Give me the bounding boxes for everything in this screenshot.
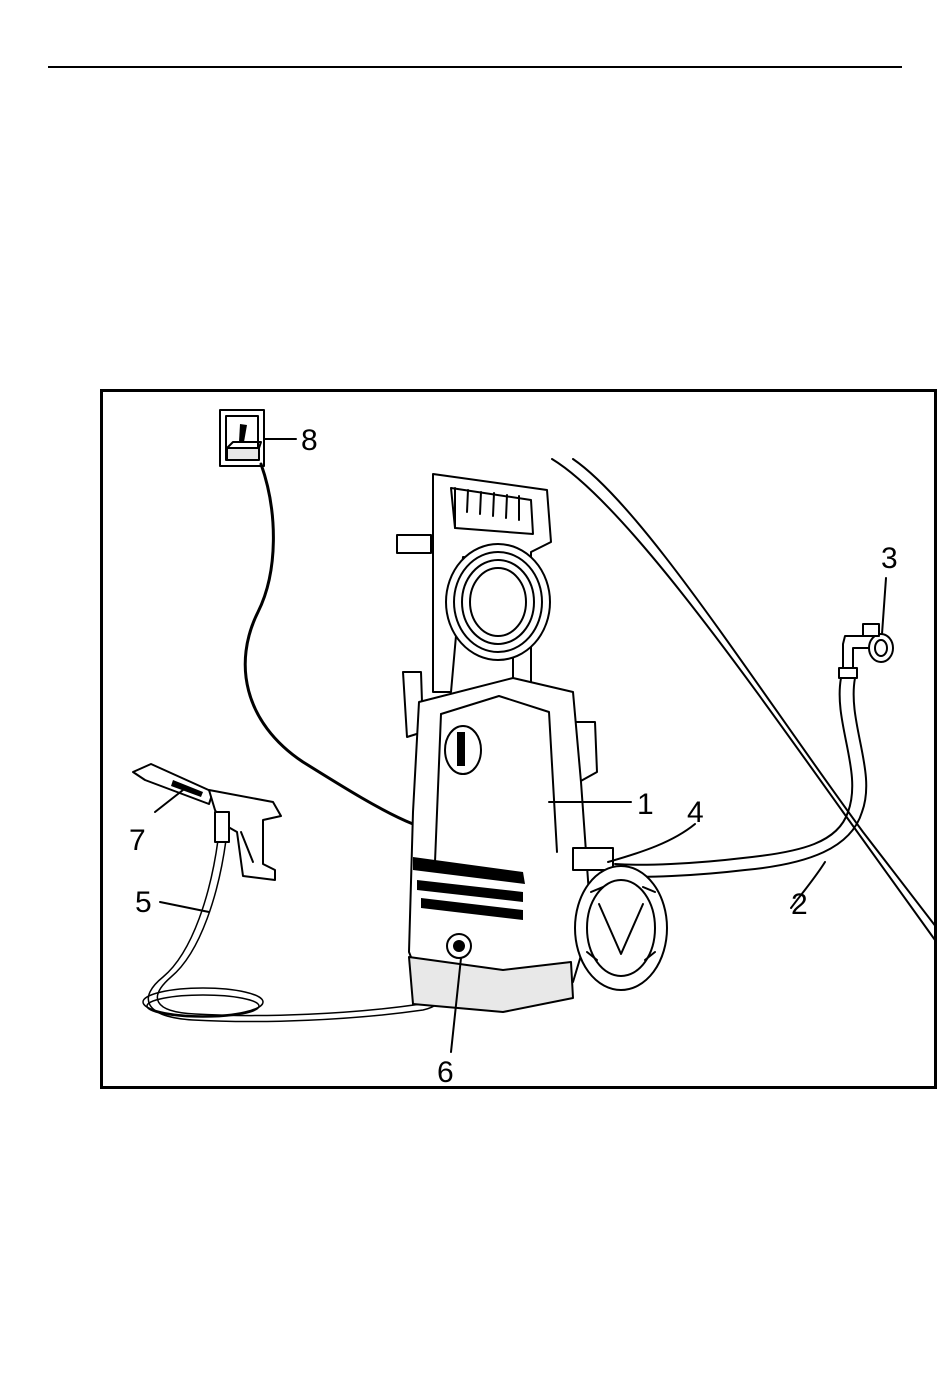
callout-4: 4 [687, 796, 704, 829]
pressure-washer-body [397, 474, 667, 1012]
wall-socket [220, 410, 264, 466]
spray-gun [133, 764, 281, 880]
power-cord [245, 464, 413, 824]
figure-frame: 1 2 3 4 5 6 7 8 [100, 389, 937, 1089]
callout-6: 6 [437, 1056, 454, 1089]
callout-2: 2 [791, 888, 808, 921]
header-rule [48, 66, 902, 68]
callout-5: 5 [135, 886, 152, 919]
callout-8: 8 [301, 424, 318, 457]
callout-7: 7 [129, 824, 146, 857]
callout-1: 1 [637, 788, 654, 821]
water-tap [839, 624, 893, 678]
pressure-washer-diagram: 1 2 3 4 5 6 7 8 [103, 392, 937, 1089]
callout-3: 3 [881, 542, 898, 575]
